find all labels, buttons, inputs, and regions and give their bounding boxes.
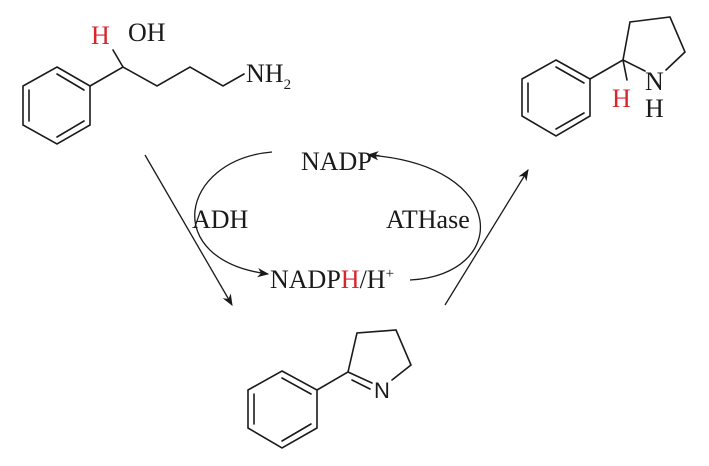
product-nh-label: H <box>645 94 664 123</box>
reactant-h-label: H <box>91 21 110 50</box>
adh-cycle-arrow <box>194 151 273 278</box>
product-molecule: H N H <box>521 16 686 137</box>
reactant-oh-label: OH <box>128 18 166 47</box>
intermediate-molecule: N <box>247 329 412 449</box>
product-h-label: H <box>612 84 631 113</box>
product-n-label: N <box>645 67 664 96</box>
enzyme-athase-label: ATHase <box>386 205 470 234</box>
enzyme-adh-label: ADH <box>192 205 249 234</box>
benzene-ring <box>247 370 318 449</box>
reduction-arrow <box>444 169 529 306</box>
reactant-amine-label: NH2 <box>246 59 291 93</box>
athase-cycle-arrow <box>366 151 481 281</box>
benzene-ring <box>22 66 91 145</box>
oxidation-arrow <box>144 154 233 307</box>
reactant-molecule: H OH NH2 <box>22 18 291 145</box>
intermediate-n-label: N <box>374 378 390 403</box>
nadp-plus-label: NADP+ <box>301 147 380 176</box>
benzene-ring <box>521 59 591 137</box>
nadph-label: NADPH/H+ <box>270 265 394 294</box>
